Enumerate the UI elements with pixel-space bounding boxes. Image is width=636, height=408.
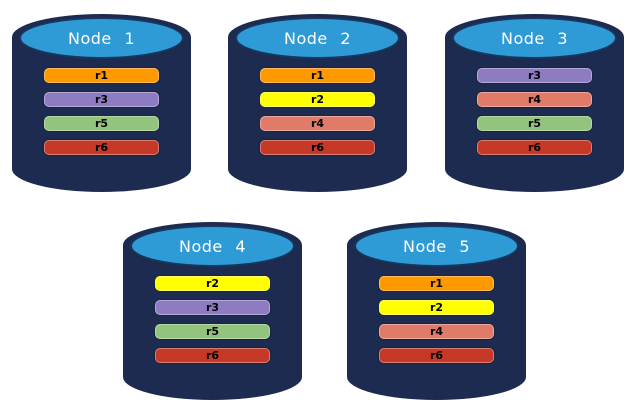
database-node-1: Node 1 r1 r3 r5 r6 <box>12 14 191 192</box>
replica-list: r2 r3 r5 r6 <box>155 276 270 363</box>
replica-bar-r5: r5 <box>44 116 159 131</box>
cylinder-top-face <box>452 17 617 59</box>
database-node-4: Node 4 r2 r3 r5 r6 <box>123 222 302 400</box>
cylinder-top-face <box>235 17 400 59</box>
replica-bar-r6: r6 <box>155 348 270 363</box>
replica-bar-r1: r1 <box>379 276 494 291</box>
replica-bar-r4: r4 <box>260 116 375 131</box>
replica-bar-r4: r4 <box>379 324 494 339</box>
replica-list: r1 r3 r5 r6 <box>44 68 159 155</box>
replica-bar-r2: r2 <box>260 92 375 107</box>
replica-bar-r6: r6 <box>477 140 592 155</box>
replica-bar-r1: r1 <box>44 68 159 83</box>
cylinder-top-face <box>19 17 184 59</box>
replica-bar-r2: r2 <box>155 276 270 291</box>
node-title: Node 5 <box>402 237 471 256</box>
replica-bar-r2: r2 <box>379 300 494 315</box>
cylinder-top-face <box>354 225 519 267</box>
replica-bar-r6: r6 <box>379 348 494 363</box>
replica-list: r3 r4 r5 r6 <box>477 68 592 155</box>
replica-bar-r3: r3 <box>155 300 270 315</box>
node-title: Node 1 <box>67 29 136 48</box>
replica-bar-r5: r5 <box>155 324 270 339</box>
node-title: Node 4 <box>178 237 247 256</box>
replica-bar-r1: r1 <box>260 68 375 83</box>
cylinder-top-face <box>130 225 295 267</box>
database-node-2: Node 2 r1 r2 r4 r6 <box>228 14 407 192</box>
replica-bar-r4: r4 <box>477 92 592 107</box>
database-node-3: Node 3 r3 r4 r5 r6 <box>445 14 624 192</box>
replica-list: r1 r2 r4 r6 <box>260 68 375 155</box>
replica-list: r1 r2 r4 r6 <box>379 276 494 363</box>
replica-bar-r6: r6 <box>44 140 159 155</box>
node-title: Node 3 <box>500 29 569 48</box>
replica-bar-r3: r3 <box>44 92 159 107</box>
database-node-5: Node 5 r1 r2 r4 r6 <box>347 222 526 400</box>
replica-bar-r5: r5 <box>477 116 592 131</box>
replica-bar-r3: r3 <box>477 68 592 83</box>
replica-bar-r6: r6 <box>260 140 375 155</box>
node-title: Node 2 <box>283 29 352 48</box>
